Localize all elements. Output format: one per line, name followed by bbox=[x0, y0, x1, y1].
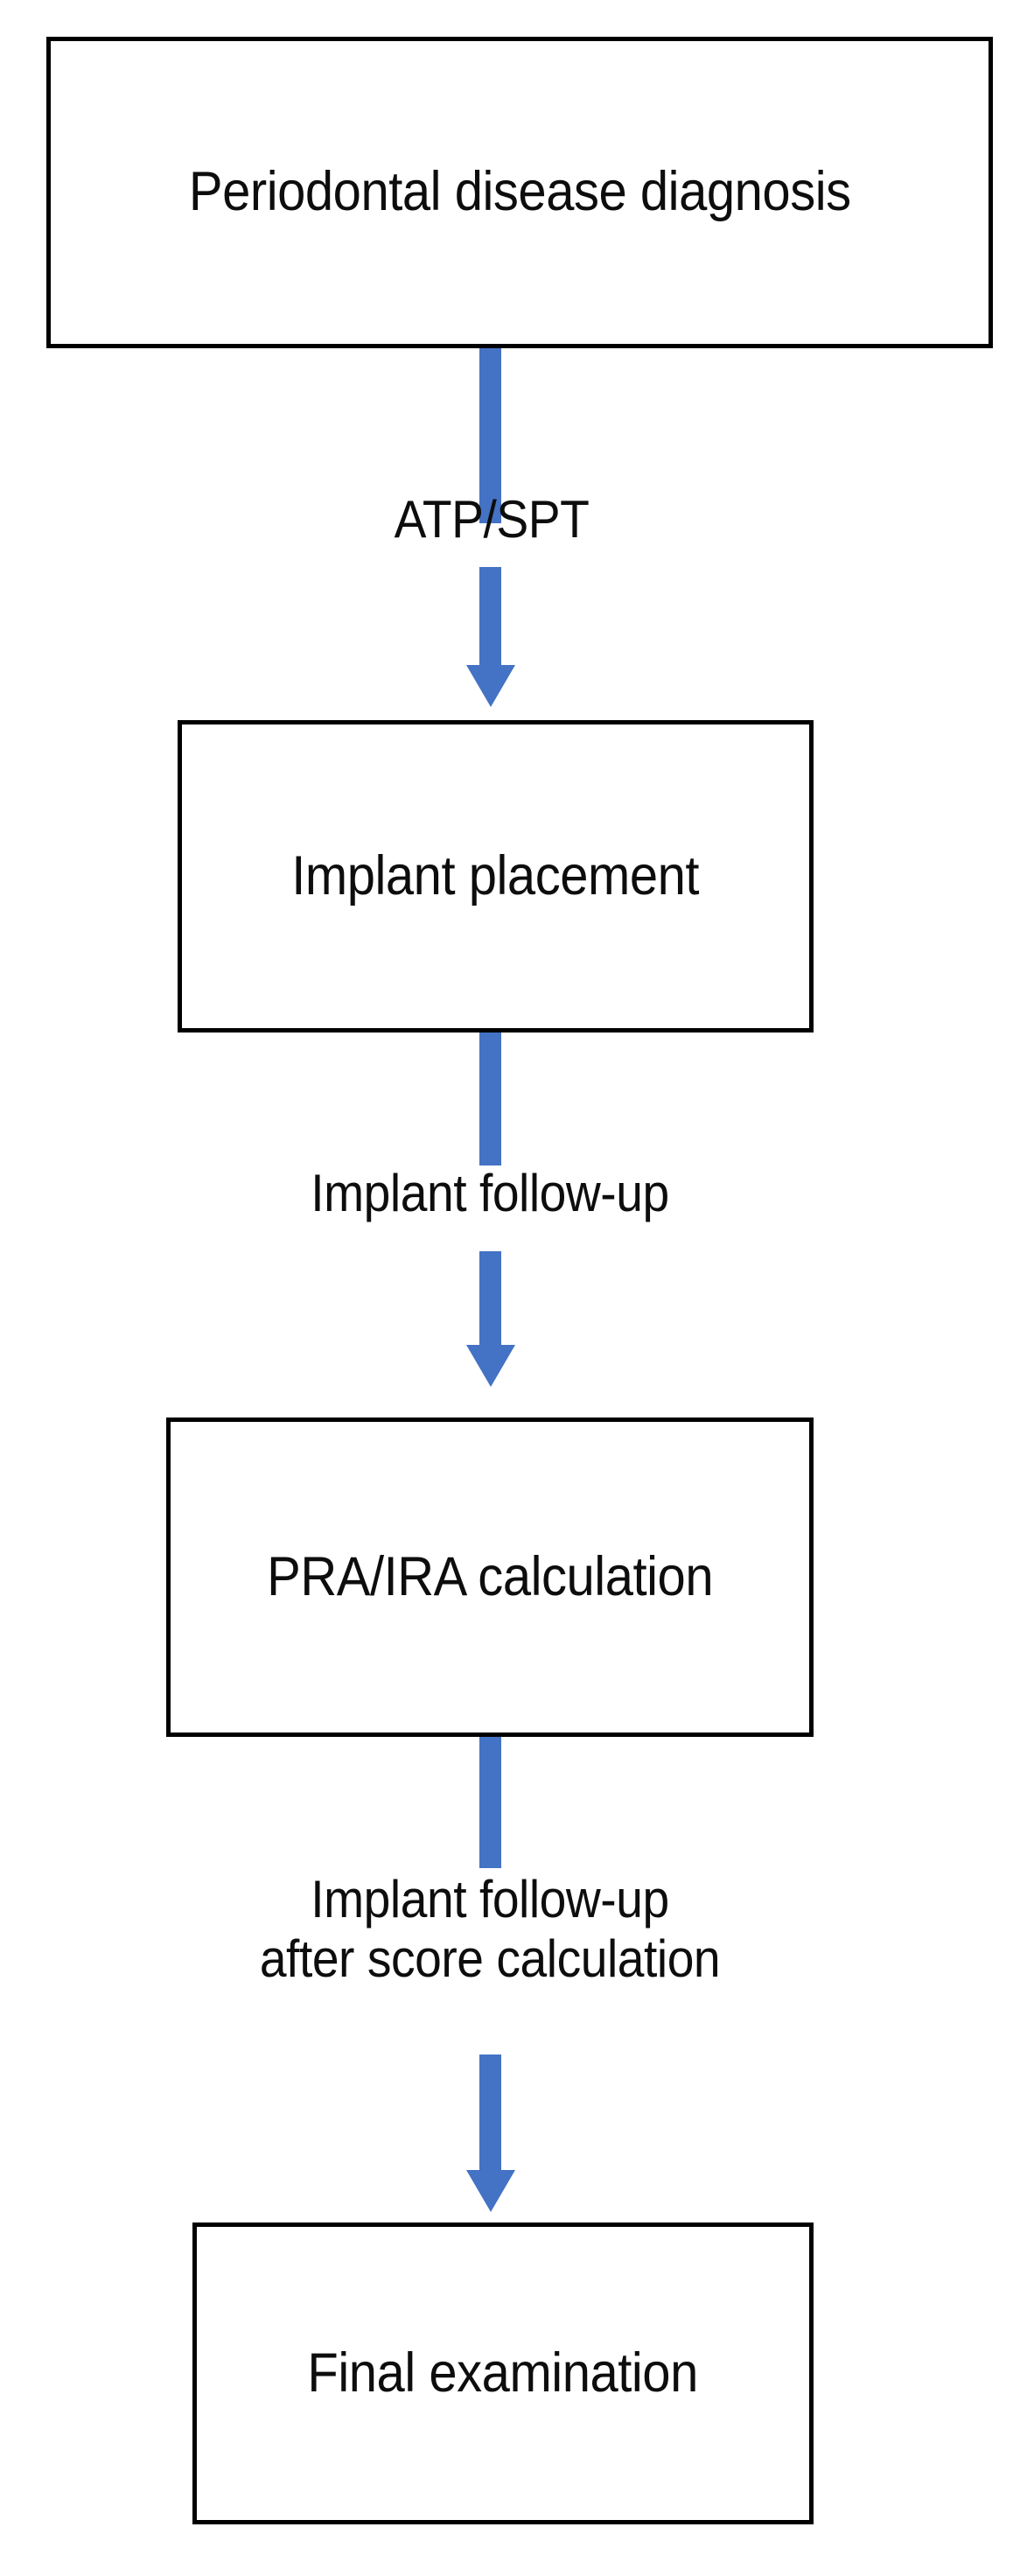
connector-shaft-lower bbox=[479, 567, 501, 666]
flow-node-final-examination[interactable]: Final examination bbox=[192, 2222, 814, 2524]
arrowhead-down-icon bbox=[466, 2170, 515, 2212]
flow-node-periodontal-disease-diagnosis[interactable]: Periodontal disease diagnosis bbox=[46, 37, 993, 348]
edge-label-implant-follow-up-after-score-calculation: Implant follow-up after score calculatio… bbox=[160, 1870, 820, 1990]
flow-node-label: Implant placement bbox=[291, 844, 700, 906]
connector-shaft-lower bbox=[479, 2054, 501, 2173]
edge-label-line: after score calculation bbox=[259, 1929, 721, 1989]
flow-node-implant-placement[interactable]: Implant placement bbox=[178, 720, 814, 1032]
edge-label-line: Implant follow-up bbox=[311, 1164, 669, 1222]
flow-node-pra-ira-calculation[interactable]: PRA/IRA calculation bbox=[166, 1418, 814, 1737]
connector-shaft-lower bbox=[479, 1251, 501, 1346]
arrowhead-down-icon bbox=[466, 665, 515, 707]
edge-label-implant-follow-up: Implant follow-up bbox=[224, 1164, 755, 1223]
connector-shaft-upper bbox=[479, 348, 501, 523]
edge-label-line: Implant follow-up bbox=[311, 1870, 669, 1928]
arrowhead-down-icon bbox=[466, 1345, 515, 1387]
flow-node-label: Final examination bbox=[307, 2342, 699, 2404]
connector-shaft-upper bbox=[479, 1032, 501, 1166]
edge-label-line: ATP/SPT bbox=[394, 490, 590, 549]
edge-label-atp-spt: ATP/SPT bbox=[270, 490, 713, 550]
flow-node-label: PRA/IRA calculation bbox=[267, 1545, 713, 1607]
flow-node-label: Periodontal disease diagnosis bbox=[188, 161, 851, 223]
connector-shaft-upper bbox=[479, 1737, 501, 1868]
